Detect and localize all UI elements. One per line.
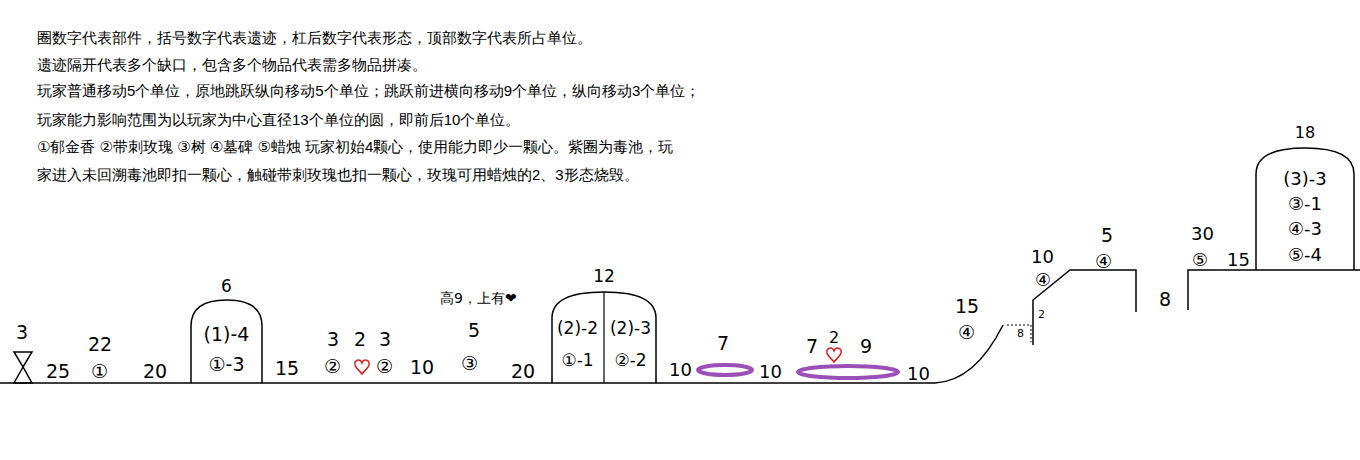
unit-number: 10 xyxy=(1031,247,1054,268)
player-figure xyxy=(14,352,32,383)
unit-number: 9 xyxy=(860,336,872,358)
unit-number: ③ xyxy=(461,353,478,375)
unit-number: 高9，上有❤ xyxy=(440,290,517,306)
poison-pool xyxy=(698,365,752,375)
unit-number: 8 xyxy=(1017,328,1024,341)
unit-number: 6 xyxy=(190,275,263,298)
part-form: (2)-2 xyxy=(557,319,598,339)
relic-contents: (1)-4 ①-3 xyxy=(190,317,263,383)
right-platform xyxy=(1188,270,1360,310)
unit-number: 5 xyxy=(1101,225,1113,247)
part-form: ①-3 xyxy=(209,354,245,376)
unit-number: 2 xyxy=(829,329,839,347)
unit-number: 22 xyxy=(88,334,112,356)
unit-number: 20 xyxy=(143,361,167,383)
unit-number: ⑤ xyxy=(1192,250,1208,271)
unit-number: ④ xyxy=(1095,251,1112,273)
ground-line xyxy=(0,325,1003,383)
unit-number: 3 xyxy=(16,322,28,344)
unit-number: 15 xyxy=(275,358,299,380)
relic-contents: (3)-3 ③-1 ④-3 ⑤-4 xyxy=(1255,164,1355,270)
unit-number: 25 xyxy=(46,361,70,383)
unit-number: 2 xyxy=(354,329,366,351)
unit-number: 7 xyxy=(806,336,818,358)
unit-number: ① xyxy=(91,361,108,383)
unit-number: 10 xyxy=(410,357,434,379)
unit-number: 20 xyxy=(511,361,535,383)
unit-number: 15 xyxy=(955,296,979,318)
relic-slot: (2)-3 ②-2 xyxy=(604,306,657,383)
part-form: (3)-3 xyxy=(1283,169,1326,190)
unit-number: 5 xyxy=(468,320,480,342)
relic-arch: 18 (3)-3 ③-1 ④-3 ⑤-4 xyxy=(1255,120,1355,270)
part-form: ④-3 xyxy=(1288,219,1322,240)
rule-note: 玩家能力影响范围为以玩家为中心直径13个单位的圆，即前后10个单位。 xyxy=(37,111,520,128)
dashed-gap-box xyxy=(1007,325,1031,342)
rule-note: ①郁金香 ②带刺玫瑰 ③树 ④墓碑 ⑤蜡烛 玩家初始4颗心，使用能力即少一颗心。… xyxy=(37,138,673,155)
relic-contents: (2)-3 ②-2 xyxy=(604,306,657,383)
part-form: ③-1 xyxy=(1288,194,1322,215)
unit-number: 15 xyxy=(1227,250,1250,271)
rule-note: 家进入未回溯毒池即扣一颗心，触碰带刺玫瑰也扣一颗心，玫瑰可用蜡烛的2、3形态烧毁… xyxy=(37,166,639,183)
unit-number: ④ xyxy=(1035,270,1051,291)
unit-number: 30 xyxy=(1191,224,1214,245)
unit-number: 18 xyxy=(1255,120,1355,146)
part-form: ②-2 xyxy=(614,351,646,371)
part-form: (2)-3 xyxy=(610,319,651,339)
rule-note: 玩家普通移动5个单位，原地跳跃纵向移动5个单位；跳跃前进横向移动9个单位，纵向移… xyxy=(37,82,700,99)
part-form: ⑤-4 xyxy=(1288,245,1322,266)
relic-contents: (2)-2 ①-1 xyxy=(551,306,604,383)
unit-number: 2 xyxy=(1038,309,1045,322)
unit-number: 10 xyxy=(759,362,782,383)
rule-note: 圈数字代表部件，括号数字代表遗迹，杠后数字代表形态，顶部数字代表所占单位。 xyxy=(37,29,592,46)
unit-number: 12 xyxy=(551,262,657,290)
step-platform xyxy=(1033,270,1136,345)
relic-arch: 6 (1)-4 ①-3 xyxy=(190,275,263,383)
unit-number: 8 xyxy=(1159,289,1171,311)
unit-number: 3 xyxy=(379,329,391,351)
unit-number: 10 xyxy=(907,364,930,385)
unit-number: 7 xyxy=(717,333,729,355)
unit-number: 10 xyxy=(669,360,692,381)
unit-number: ④ xyxy=(958,322,975,344)
part-form: (1)-4 xyxy=(204,324,250,346)
rule-note: 遗迹隔开代表多个缺口，包含多个物品代表需多物品拼凑。 xyxy=(37,56,427,73)
relic-slot: (2)-2 ①-1 xyxy=(551,306,604,383)
relic-arch: 12 (2)-2 ①-1 (2)-3 ②-2 xyxy=(551,262,657,383)
poison-pool xyxy=(798,366,898,378)
unit-number: ② xyxy=(376,356,393,378)
heart-symbol xyxy=(827,348,841,362)
heart-symbol xyxy=(355,360,369,374)
part-form: ①-1 xyxy=(561,351,593,371)
unit-number: 3 xyxy=(327,329,339,351)
unit-number: ② xyxy=(324,356,341,378)
